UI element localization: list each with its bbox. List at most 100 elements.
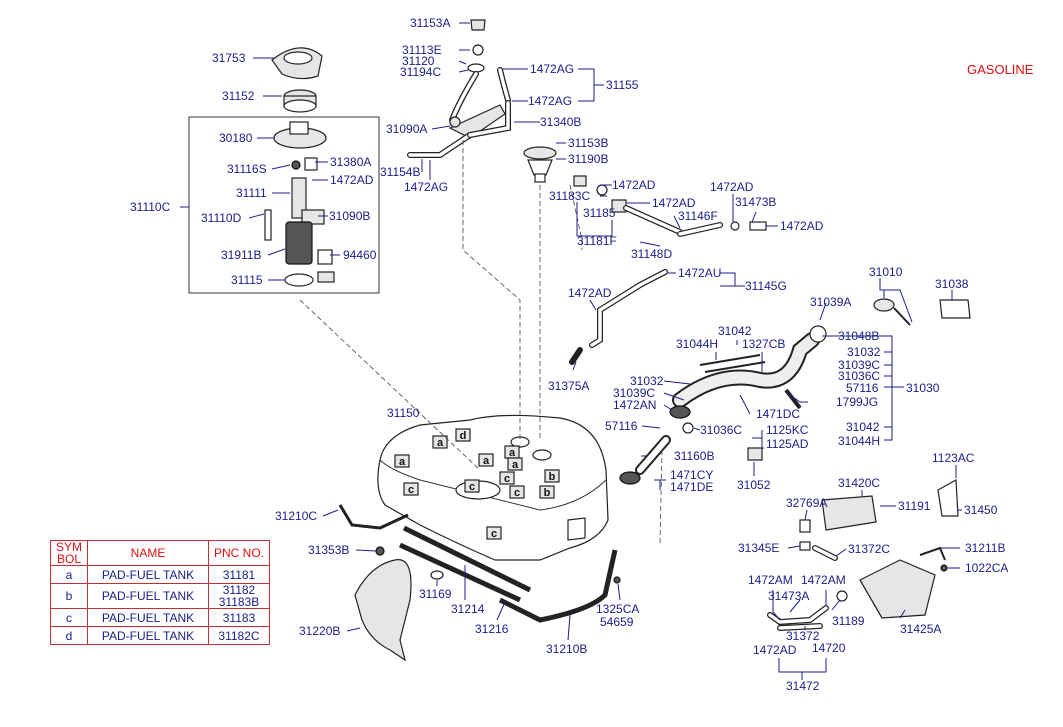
callout-label: 31425A	[900, 622, 941, 636]
tank-pad-letter: b	[544, 487, 551, 499]
callout-label: 1327CB	[742, 337, 785, 351]
tank-pad-letter: a	[509, 447, 516, 459]
tank-pad-letter: a	[483, 455, 490, 467]
callout-label: 1022CA	[965, 561, 1008, 575]
legend-header-row: SYM BOL NAME PNC NO.	[50, 540, 270, 566]
legend-row: d PAD-FUEL TANK 31182C	[50, 626, 270, 645]
callout-label: 31216	[475, 622, 509, 636]
tank-pad-letter: a	[437, 437, 444, 449]
legend-row: b PAD-FUEL TANK 31182 31183B	[50, 583, 270, 609]
callout-label: 1472AM	[748, 573, 793, 587]
callout-label: 31169	[419, 587, 452, 601]
callout-label: 31039C	[838, 358, 880, 372]
callout-label: 1123AC	[932, 451, 975, 465]
callout-label: 31148D	[631, 247, 672, 261]
callout-label: 31420C	[838, 476, 880, 490]
callout-label: 54659	[600, 615, 634, 629]
legend-row: a PAD-FUEL TANK 31181	[50, 565, 270, 584]
legend-header-pnc: PNC NO.	[208, 540, 270, 566]
callout-label: 31753	[212, 51, 246, 65]
callout-label: 1472AU	[678, 266, 721, 280]
callout-label: 57116	[605, 419, 638, 433]
callout-label: 31152	[222, 89, 255, 103]
callout-label: 31145G	[745, 279, 787, 293]
callout-label: 31160B	[674, 449, 714, 463]
callout-label: 1472AM	[801, 573, 846, 587]
callout-label: 31090B	[329, 209, 370, 223]
callout-label: 1125KC	[766, 423, 809, 437]
callout-label: 1472AD	[612, 178, 656, 192]
callout-label: 1799JG	[836, 395, 878, 409]
callout-label: 1472AN	[613, 398, 656, 412]
callout-label: 31210C	[275, 509, 317, 523]
callout-label: 1125AD	[766, 437, 809, 451]
tank-pad-letter: c	[469, 481, 475, 493]
pump-assembly-box	[188, 116, 380, 294]
callout-label: 31030	[906, 381, 940, 395]
callout-label: 31211B	[965, 541, 1005, 555]
callout-label: 1472AD	[568, 286, 612, 300]
callout-label: 32769A	[786, 496, 827, 510]
legend-symbol: d	[50, 626, 88, 645]
callout-label: 31039A	[810, 295, 851, 309]
callout-label: 31372	[786, 629, 820, 643]
callout-label: 31154B	[380, 165, 420, 179]
callout-label: 1471DE	[670, 480, 713, 494]
callout-label: 31036C	[838, 369, 880, 383]
callout-label: 31110C	[130, 200, 171, 214]
callout-label: 1472AD	[780, 219, 824, 233]
callout-label: 31345E	[738, 541, 779, 555]
callout-label: 31340B	[540, 115, 581, 129]
callout-label: 31210B	[546, 642, 587, 656]
legend-header-symbol: SYM BOL	[50, 540, 88, 566]
callout-label: 31090A	[386, 122, 427, 136]
callout-label: 1472AD	[652, 196, 696, 210]
callout-label: 1472AG	[528, 94, 572, 108]
callout-label: 30180	[219, 131, 253, 145]
callout-label: 31153A	[410, 16, 450, 30]
legend-name: PAD-FUEL TANK	[87, 565, 209, 584]
callout-label: 31472	[786, 679, 820, 693]
callout-label: 31220B	[299, 624, 340, 638]
callout-label: 31052	[737, 478, 771, 492]
legend-symbol: a	[50, 565, 88, 584]
callout-label: 31473A	[768, 589, 809, 603]
callout-label: 1472AG	[404, 180, 448, 194]
callout-label: 31183C	[549, 189, 590, 203]
callout-label: 31042	[846, 420, 880, 434]
callout-label: 31044H	[838, 434, 880, 448]
callout-label: 1471CY	[670, 468, 713, 482]
callout-label: 1472AG	[530, 62, 574, 76]
callout-label: 31032	[847, 345, 881, 359]
tank-pad-letter: c	[504, 473, 510, 485]
pump-filter-31911B	[285, 221, 313, 265]
tank-pad-letter: a	[399, 456, 406, 468]
callout-label: 31010	[869, 265, 903, 279]
callout-label: 1472AD	[753, 643, 797, 657]
leader-lines	[180, 22, 962, 680]
tank-pad-letter: c	[514, 487, 520, 499]
callout-label: 31048B	[838, 329, 879, 343]
callout-label: 31194C	[400, 65, 441, 79]
legend-table: SYM BOL NAME PNC NO. a PAD-FUEL TANK 311…	[50, 540, 270, 645]
tank-pads	[394, 428, 560, 540]
callout-label: 31038	[935, 277, 969, 291]
legend-name: PAD-FUEL TANK	[87, 626, 209, 645]
callout-label: 14720	[812, 641, 846, 655]
callout-label: 31120	[402, 54, 435, 68]
callout-label: 31111	[236, 186, 267, 200]
callout-label: 31153B	[568, 136, 608, 150]
callout-label: 31372C	[848, 542, 890, 556]
legend-pnc: 31182 31183B	[208, 583, 270, 609]
tank-pad-letter: b	[549, 471, 556, 483]
callout-label: 31353B	[308, 543, 349, 557]
canister-box-31425A	[859, 559, 936, 619]
legend-pnc: 31183	[208, 608, 270, 627]
callout-label: 31115	[231, 273, 263, 287]
legend-symbol: b	[50, 583, 88, 609]
tank-pad-letter: a	[512, 459, 519, 471]
callout-label: 31039C	[613, 386, 655, 400]
